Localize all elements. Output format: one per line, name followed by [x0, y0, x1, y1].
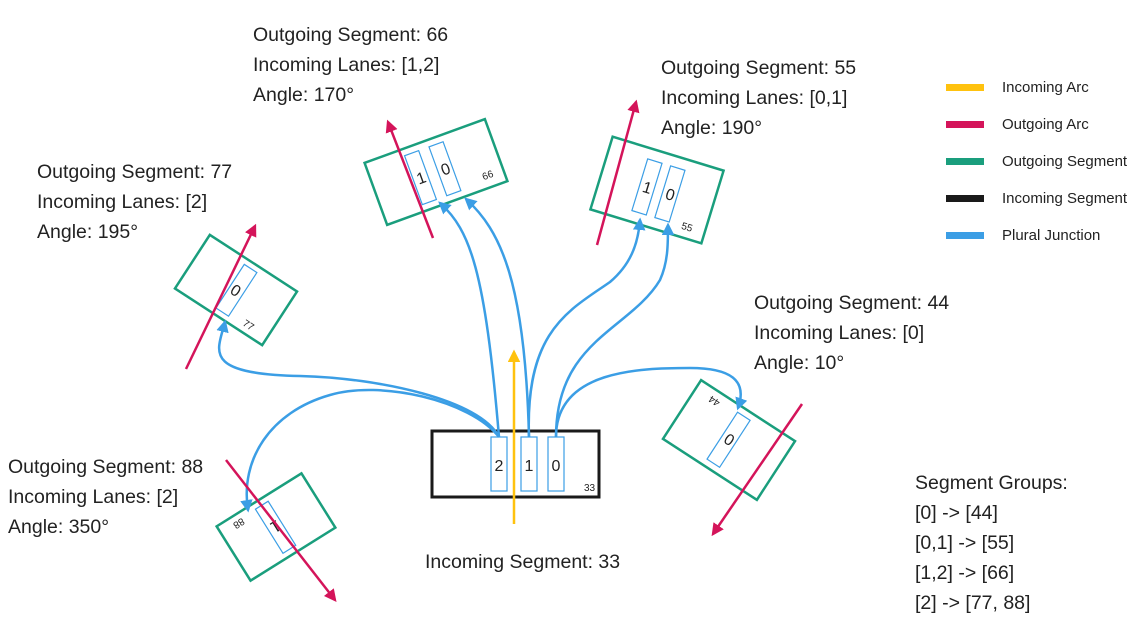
- segment-id-66: 66: [481, 169, 496, 183]
- plural-junction-arcs: [216, 197, 748, 513]
- segment-88-info: Outgoing Segment: 88 Incoming Lanes: [2]…: [8, 452, 203, 542]
- segment-title: Outgoing Segment: 88: [8, 456, 204, 478]
- incoming-segment-33: 2 1 0 33: [430, 429, 601, 499]
- incoming-lane-label: 0: [552, 458, 561, 475]
- legend-label: Plural Junction: [1002, 227, 1101, 244]
- segment-angle: Angle: 190°: [661, 117, 763, 139]
- outgoing-arc-77: [184, 223, 257, 370]
- segment-group-item: [2] -> [77, 88]: [915, 592, 1031, 614]
- legend-label: Incoming Segment: [1002, 190, 1128, 207]
- outgoing-arc-66: [385, 119, 435, 239]
- segment-44-info: Outgoing Segment: 44 Incoming Lanes: [0]…: [754, 288, 949, 378]
- segment-id-33: 33: [584, 483, 596, 494]
- junction-arc-lane0-to-55: [554, 222, 675, 438]
- segment-title: Outgoing Segment: 44: [754, 292, 950, 314]
- junction-arc-lane1-to-66: [464, 197, 531, 438]
- incoming-lane-label: 1: [525, 458, 534, 475]
- junction-arc-lane2-to-88: [240, 388, 500, 513]
- outgoing-segment-77: 0 77: [173, 233, 299, 347]
- segment-title: Outgoing Segment: 66: [253, 24, 449, 46]
- legend-swatch: [946, 232, 984, 239]
- segment-55-info: Outgoing Segment: 55 Incoming Lanes: [0,…: [661, 53, 856, 143]
- segment-lanes: Incoming Lanes: [2]: [37, 191, 208, 213]
- incoming-segment-label: Incoming Segment: 33: [425, 551, 621, 573]
- junction-arc-lane1-to-55: [527, 217, 646, 438]
- segment-title: Outgoing Segment: 77: [37, 161, 233, 183]
- outgoing-segment-44: 0 44: [661, 378, 797, 502]
- segment-lanes: Incoming Lanes: [2]: [8, 486, 179, 508]
- outgoing-segment-88: 1 88: [214, 471, 338, 583]
- outgoing-arc-88: [225, 459, 337, 602]
- segment-id-55: 55: [680, 221, 694, 235]
- legend-swatch: [946, 158, 984, 165]
- outgoing-arc-55: [595, 99, 640, 246]
- junction-arc-lane0-to-44: [554, 366, 748, 438]
- incoming-lane-label: 2: [495, 458, 504, 475]
- legend-swatch: [946, 121, 984, 128]
- outgoing-segment-66: 1 0 66: [362, 117, 510, 227]
- segment-group-item: [0,1] -> [55]: [915, 532, 1015, 554]
- segment-title: Outgoing Segment: 55: [661, 57, 857, 79]
- segment-angle: Angle: 170°: [253, 84, 355, 106]
- legend-label: Outgoing Segment: [1002, 153, 1128, 170]
- segment-id-44: 44: [707, 392, 723, 408]
- legend-swatch: [946, 84, 984, 91]
- segment-lanes: Incoming Lanes: [0]: [754, 322, 925, 344]
- outgoing-arcs: [184, 99, 804, 602]
- segment-angle: Angle: 195°: [37, 221, 139, 243]
- segment-66-info: Outgoing Segment: 66 Incoming Lanes: [1,…: [253, 20, 448, 110]
- outgoing-arc-44: [711, 403, 804, 537]
- legend-label: Incoming Arc: [1002, 79, 1089, 96]
- segment-77-info: Outgoing Segment: 77 Incoming Lanes: [2]…: [37, 157, 232, 247]
- segment-groups-title: Segment Groups:: [915, 472, 1068, 494]
- segment-angle: Angle: 10°: [754, 352, 845, 374]
- segment-groups: Segment Groups: [0] -> [44] [0,1] -> [55…: [915, 468, 1068, 618]
- legend-swatch: [946, 195, 984, 202]
- segment-group-item: [0] -> [44]: [915, 502, 998, 524]
- junction-arc-lane2-to-77: [216, 319, 501, 438]
- segment-lanes: Incoming Lanes: [0,1]: [661, 87, 848, 109]
- outgoing-segment-55: 1 0 55: [588, 135, 726, 245]
- segment-group-item: [1,2] -> [66]: [915, 562, 1015, 584]
- junction-arc-lane2-to-66: [438, 201, 501, 438]
- segment-lanes: Incoming Lanes: [1,2]: [253, 54, 440, 76]
- segment-angle: Angle: 350°: [8, 516, 110, 538]
- legend-label: Outgoing Arc: [1002, 116, 1089, 133]
